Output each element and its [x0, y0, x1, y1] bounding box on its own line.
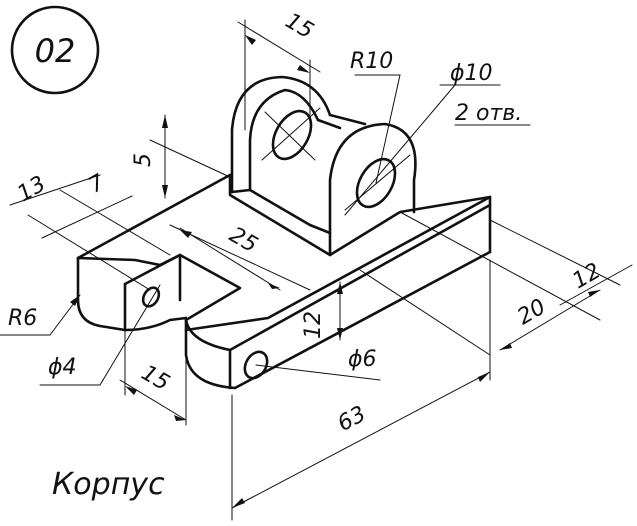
dim-12-right: 12 — [568, 259, 605, 295]
dim-7: 7 — [84, 170, 109, 199]
dim-r10: R10 — [350, 49, 393, 74]
arrowheads — [70, 35, 600, 508]
dim-20: 20 — [513, 295, 550, 331]
dim-holes-note: 2 отв. — [455, 101, 522, 126]
drawing-number-circle — [10, 5, 100, 95]
dim-phi10: ϕ10 — [450, 61, 493, 86]
drawing-number: 02 — [35, 32, 76, 70]
dim-12-side: 12 — [301, 311, 326, 339]
dim-63: 63 — [334, 402, 370, 437]
dimension-lines — [0, 19, 633, 521]
drawing-number-badge: 02 — [10, 5, 100, 95]
dim-5: 5 — [131, 153, 156, 167]
dim-phi6: ϕ6 — [348, 347, 377, 372]
dim-r6: R6 — [8, 306, 37, 331]
dimension-labels: 15 R10 ϕ10 2 отв. 5 13 7 25 R6 ϕ4 15 12 … — [8, 9, 605, 437]
dim-phi4: ϕ4 — [48, 355, 77, 380]
dim-15-top: 15 — [281, 9, 318, 45]
drawing-title: Корпус — [52, 467, 165, 502]
part-outline — [76, 75, 492, 390]
dim-15-bottom: 15 — [137, 361, 174, 397]
